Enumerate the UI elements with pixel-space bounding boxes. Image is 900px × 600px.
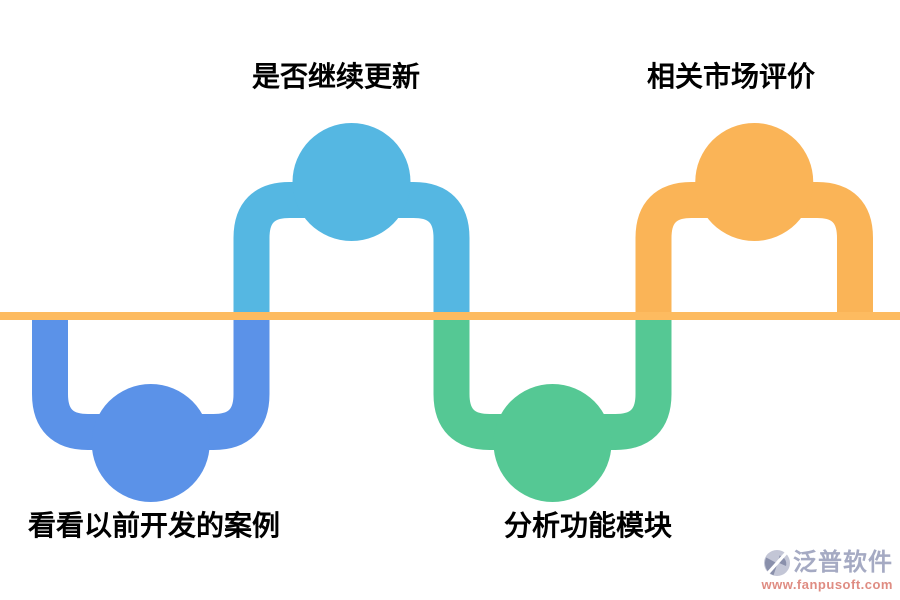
logo-slash <box>763 548 791 578</box>
node-circle-function-modules <box>493 384 612 502</box>
step-label-market-evaluation: 相关市场评价 <box>646 61 816 92</box>
node-circle-market-evaluation <box>695 123 814 241</box>
watermark: 泛普软件 www.fanpusoft.com <box>761 548 893 592</box>
watermark-url: www.fanpusoft.com <box>761 577 893 592</box>
watermark-brand-text: 泛普软件 <box>793 549 893 577</box>
timeline-axis <box>0 312 900 320</box>
step-label-previous-cases: 看看以前开发的案例 <box>27 510 281 541</box>
node-circle-previous-cases <box>91 384 210 502</box>
watermark-brand-row: 泛普软件 <box>763 548 893 578</box>
step-label-function-modules: 分析功能模块 <box>503 510 673 541</box>
fanpusoft-logo-icon <box>763 548 791 578</box>
step-label-continue-update: 是否继续更新 <box>251 61 421 92</box>
node-circle-continue-update <box>292 123 411 241</box>
